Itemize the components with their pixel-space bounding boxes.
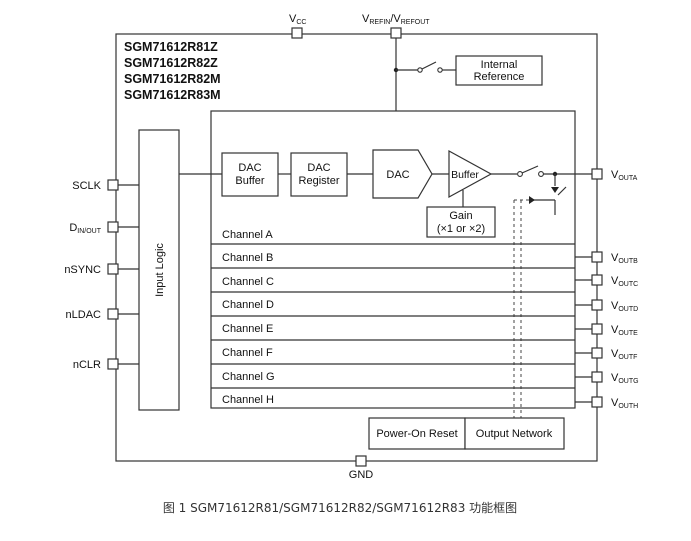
dac-buffer-line2: Buffer xyxy=(235,175,264,187)
output-pins: VOUTA VOUTB VOUTC VOUTD VOUTE VOUTF VOUTG VOUTH xyxy=(591,168,639,410)
outb-label: VOUTB xyxy=(611,252,638,265)
part-number-4: SGM71612R83M xyxy=(124,88,221,102)
nclr-label: nCLR xyxy=(73,359,101,371)
part-number-1: SGM71612R81Z xyxy=(124,40,218,54)
nldac-pin xyxy=(107,308,119,320)
gain-block xyxy=(426,206,496,238)
nclr-pin xyxy=(107,358,119,370)
gain-line2: (×1 or ×2) xyxy=(437,223,485,235)
dac-register-line1: DAC xyxy=(307,162,330,174)
outh-pin xyxy=(591,396,603,408)
ref-switch-blade xyxy=(421,61,437,70)
vcc-pin xyxy=(291,27,303,39)
oute-pin xyxy=(591,323,603,335)
outd-pin xyxy=(591,299,603,311)
ref-switch-contact xyxy=(417,67,423,73)
power-on-reset-block xyxy=(368,417,466,450)
internal-reference-line2: Reference xyxy=(474,71,525,83)
junction-arrow xyxy=(551,187,559,193)
output-network-block xyxy=(464,417,565,450)
channel-label-a: Channel A xyxy=(222,229,273,241)
channel-label-h: Channel H xyxy=(222,394,274,406)
vcc-pin-label: VCC xyxy=(289,13,306,26)
dac-block xyxy=(372,149,433,199)
outf-pin xyxy=(591,347,603,359)
din-label: DIN/OUT xyxy=(69,222,101,235)
nsync-label: nSYNC xyxy=(64,264,101,276)
power-on-reset-label: Power-On Reset xyxy=(376,428,457,440)
ground-switch-blade xyxy=(557,186,567,196)
outc-pin xyxy=(591,274,603,286)
input-logic-label: Input Logic xyxy=(154,243,166,297)
output-switch-contact-a xyxy=(517,171,523,177)
outd-label: VOUTD xyxy=(611,300,638,313)
input-logic-block xyxy=(138,129,180,411)
outa-label: VOUTA xyxy=(611,169,638,182)
outg-pin xyxy=(591,371,603,383)
output-switch-blade xyxy=(521,165,539,174)
output-switch-contact-b xyxy=(538,171,544,177)
channel-label-f: Channel F xyxy=(222,347,273,359)
output-network-label: Output Network xyxy=(476,428,553,440)
part-number-2: SGM71612R82Z xyxy=(124,56,218,70)
channel-label-g: Channel G xyxy=(222,371,275,383)
buffer-label: Buffer xyxy=(451,169,479,181)
figure-caption: 图 1 SGM71612R81/SGM71612R82/SGM71612R83 … xyxy=(163,501,517,515)
dac-label: DAC xyxy=(386,169,409,181)
vref-pin-label: VREFIN/VREFOUT xyxy=(362,13,430,26)
output-buffer-amplifier xyxy=(448,149,493,199)
channel-label-b: Channel B xyxy=(222,252,273,264)
gnd-label: GND xyxy=(349,469,374,481)
outb-pin xyxy=(591,251,603,263)
network-arrow xyxy=(529,196,535,204)
nsync-pin xyxy=(107,263,119,275)
din-pin xyxy=(107,221,119,233)
ref-switch-contact-2 xyxy=(437,67,443,73)
gnd-pin xyxy=(355,455,367,467)
part-number-3: SGM71612R82M xyxy=(124,72,221,86)
gain-line1: Gain xyxy=(449,210,472,222)
channel-label-c: Channel C xyxy=(222,276,274,288)
sclk-pin xyxy=(107,179,119,191)
channel-label-e: Channel E xyxy=(222,323,273,335)
outg-label: VOUTG xyxy=(611,372,639,385)
vref-pin xyxy=(390,27,402,39)
dac-buffer-line1: DAC xyxy=(238,162,261,174)
oute-label: VOUTE xyxy=(611,324,638,337)
internal-reference-block xyxy=(455,55,543,86)
internal-reference-line1: Internal xyxy=(481,59,518,71)
sclk-label: SCLK xyxy=(72,180,101,192)
nldac-label: nLDAC xyxy=(66,309,102,321)
outh-label: VOUTH xyxy=(611,397,638,410)
outa-pin xyxy=(591,168,603,180)
outc-label: VOUTC xyxy=(611,275,638,288)
channel-label-d: Channel D xyxy=(222,299,274,311)
dac-register-line2: Register xyxy=(299,175,340,187)
outf-label: VOUTF xyxy=(611,348,637,361)
